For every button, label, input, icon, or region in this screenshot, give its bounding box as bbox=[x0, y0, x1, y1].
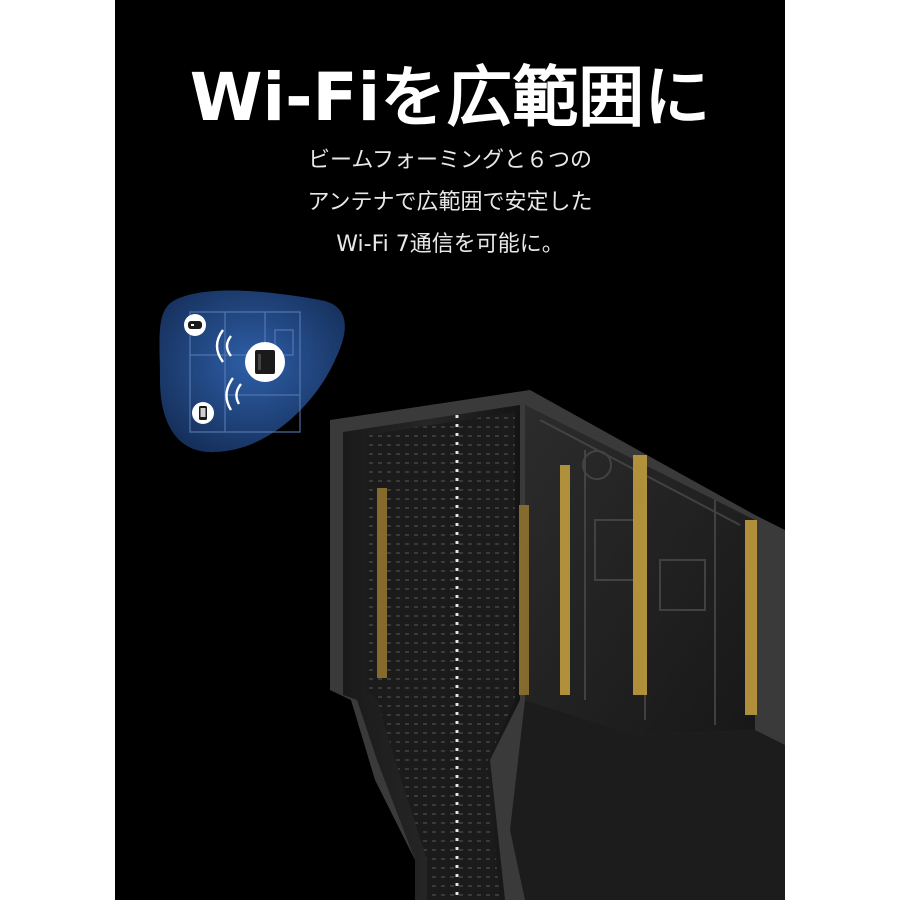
antenna-4 bbox=[633, 455, 647, 695]
gamepad-icon bbox=[184, 314, 206, 336]
antenna-3 bbox=[560, 465, 570, 695]
phone-icon bbox=[192, 402, 214, 424]
description: ビームフォーミングと６つの アンテナで広範囲で安定した Wi-Fi 7通信を可能… bbox=[115, 140, 785, 266]
router-icon bbox=[245, 342, 285, 382]
description-line-2: アンテナで広範囲で安定した bbox=[307, 190, 593, 215]
router-vent-grille bbox=[367, 412, 515, 900]
antenna-2 bbox=[519, 505, 529, 695]
description-line-3: Wi-Fi 7通信を可能に。 bbox=[336, 232, 564, 257]
antenna-5 bbox=[745, 520, 757, 715]
antenna-set bbox=[377, 455, 757, 715]
signal-waves-icon bbox=[215, 329, 242, 411]
antenna-1 bbox=[377, 488, 387, 678]
router-illustration bbox=[159, 290, 785, 900]
product-panel: Wi-Fiを広範囲に ビームフォーミングと６つの アンテナで広範囲で安定した W… bbox=[115, 0, 785, 900]
description-line-1: ビームフォーミングと６つの bbox=[307, 148, 593, 173]
headline: Wi-Fiを広範囲に bbox=[189, 59, 711, 136]
